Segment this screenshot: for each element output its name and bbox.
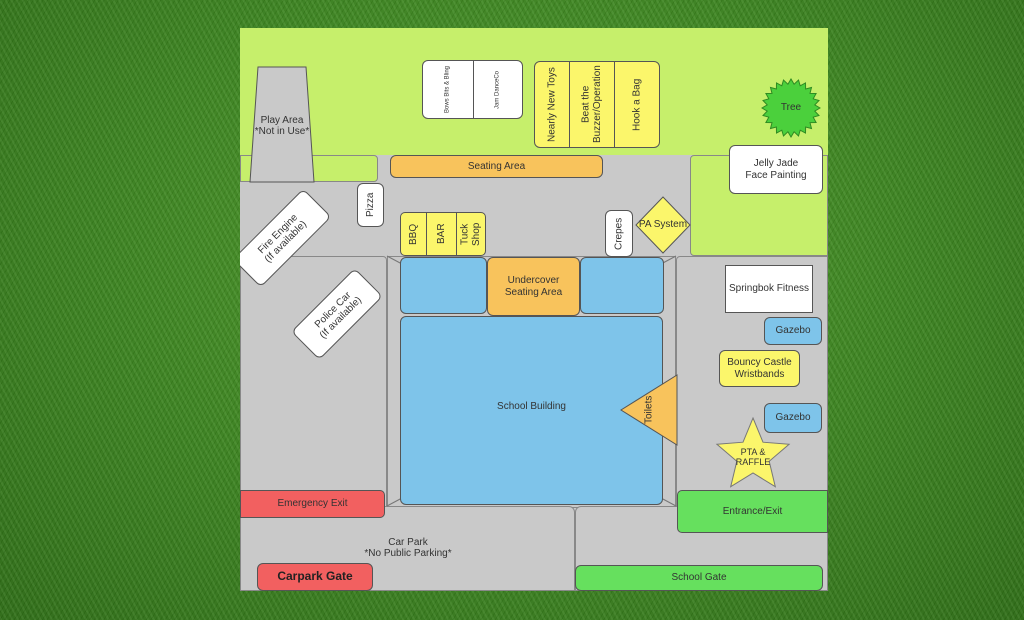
play-area-label: Play Area *Not in Use*	[254, 114, 310, 138]
building-east-wing	[580, 257, 664, 314]
stall-bouncy-castle	[719, 350, 800, 387]
pa-system-shape	[635, 196, 691, 254]
crepes-label: Crepes	[613, 217, 625, 250]
stall-pizza	[357, 183, 384, 227]
stall-tuck-shop	[456, 212, 486, 256]
stall-hook-a-bag	[614, 61, 660, 148]
entrance-exit-label: Entrance/Exit	[722, 505, 783, 517]
tree-icon	[761, 78, 821, 138]
pta-raffle-label: PTA & RAFFLE	[735, 446, 771, 467]
entrance-exit	[677, 490, 828, 533]
tuck-shop-label: Tuck Shop	[459, 222, 483, 246]
gazebo-south-label: Gazebo	[775, 412, 811, 424]
play-area-shape	[249, 66, 315, 183]
stall-beat-buzzer-label: Beat the Buzzer/Operation	[580, 65, 604, 144]
school-fete-map: Play Area *Not in Use* Bows Bits & Bling…	[240, 28, 828, 591]
stall-bar	[426, 212, 457, 256]
building-corner-lines	[386, 255, 677, 507]
springbok-label: Springbok Fitness	[728, 283, 810, 295]
school-gate	[575, 565, 823, 591]
toilets-label: Toilets	[643, 395, 655, 425]
pta-raffle-star	[715, 416, 791, 488]
stall-crepes	[605, 210, 633, 257]
emergency-exit	[240, 490, 385, 518]
stall-jelly-jade	[729, 145, 823, 194]
stall-jam-danceco	[473, 60, 523, 119]
undercover-seating-area	[487, 257, 580, 316]
seating-area	[390, 155, 603, 178]
school-building	[400, 316, 663, 505]
pa-system-label: PA System	[638, 219, 688, 231]
school-gate-label: School Gate	[671, 572, 727, 584]
stall-springbok-fitness	[725, 265, 813, 313]
bbq-label: BBQ	[407, 223, 419, 245]
car-park-label: Car Park *No Public Parking*	[364, 536, 452, 560]
pizza-label: Pizza	[364, 192, 376, 218]
stall-hook-bag-label: Hook a Bag	[631, 78, 643, 131]
stall-nearly-new-label: Nearly New Toys	[546, 67, 558, 142]
jelly-jade-label: Jelly Jade Face Painting	[745, 158, 807, 181]
stall-bbq	[400, 212, 427, 256]
undercover-label: Undercover Seating Area	[504, 275, 563, 298]
gazebo-north	[764, 317, 822, 345]
bar-label: BAR	[435, 223, 447, 245]
building-west-wing	[400, 257, 487, 314]
stall-bows-label: Bows Bits & Bling	[444, 65, 451, 114]
seating-area-label: Seating Area	[467, 160, 526, 172]
bouncy-castle-label: Bouncy Castle Wristbands	[727, 357, 792, 380]
emergency-exit-label: Emergency Exit	[277, 498, 348, 510]
gazebo-north-label: Gazebo	[775, 325, 811, 337]
school-building-label: School Building	[497, 400, 566, 412]
stall-jam-label: Jam DanceCo	[494, 70, 501, 109]
carpark-gate-label: Carpark Gate	[277, 569, 353, 584]
gazebo-south	[764, 403, 822, 433]
carpark-gate	[257, 563, 373, 591]
toilets-shape	[620, 374, 678, 446]
tree-label: Tree	[780, 102, 802, 114]
